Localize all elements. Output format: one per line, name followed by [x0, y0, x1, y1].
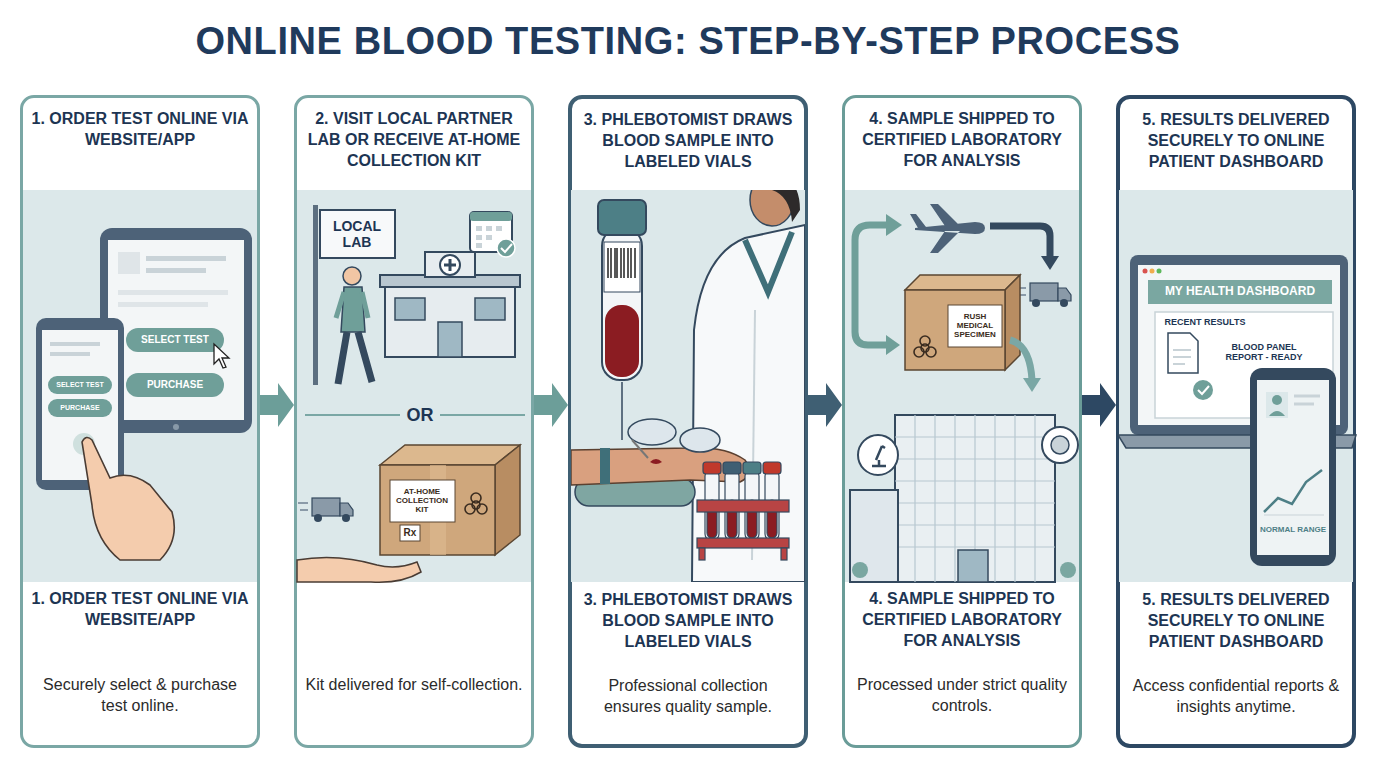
step-heading: 5. RESULTS DELIVERED SECURELY TO ONLINE …: [1128, 109, 1344, 172]
flow-arrow: [808, 383, 842, 427]
step-panel: 4. SAMPLE SHIPPED TO CERTIFIED LABORATOR…: [842, 95, 1082, 748]
divider-text: OR: [400, 405, 440, 426]
step-description: Kit delivered for self-collection.: [305, 674, 523, 695]
sign-text: LOCAL LAB: [324, 218, 390, 250]
step-heading: 4. SAMPLE SHIPPED TO CERTIFIED LABORATOR…: [853, 588, 1071, 651]
step-heading: 3. PHLEBOTOMIST DRAWS BLOOD SAMPLE INTO …: [580, 589, 796, 652]
screen-heading: MY HEALTH DASHBOARD: [1150, 285, 1330, 299]
step-heading: 4. SAMPLE SHIPPED TO CERTIFIED LABORATOR…: [853, 108, 1071, 171]
step-heading: 3. PHLEBOTOMIST DRAWS BLOOD SAMPLE INTO …: [580, 109, 796, 172]
box-label: RUSH MEDICAL SPECIMEN: [949, 312, 1001, 340]
flow-arrow: [260, 383, 294, 427]
step-heading: 1. ORDER TEST ONLINE VIA WEBSITE/APP: [31, 108, 249, 150]
step-description: Access confidential reports & insights a…: [1128, 675, 1344, 717]
step-heading: 5. RESULTS DELIVERED SECURELY TO ONLINE …: [1128, 589, 1344, 652]
step-panel: 1. ORDER TEST ONLINE VIA WEBSITE/APP 1. O…: [20, 95, 260, 748]
button-text: PURCHASE: [49, 404, 111, 412]
chart-caption: NORMAL RANGE: [1258, 525, 1328, 534]
step-panel: 3. PHLEBOTOMIST DRAWS BLOOD SAMPLE INTO …: [568, 95, 808, 748]
flow-arrow: [534, 383, 568, 427]
step-description: Processed under strict quality controls.: [853, 674, 1071, 716]
screen-text: BLOOD PANEL REPORT - READY: [1216, 342, 1312, 363]
screen-text: RECENT RESULTS: [1157, 317, 1253, 327]
step-heading: 2. VISIT LOCAL PARTNER LAB OR RECEIVE AT…: [305, 108, 523, 171]
step-description: Professional collection ensures quality …: [580, 675, 796, 717]
box-label: AT-HOME COLLECTION KIT: [391, 487, 453, 515]
button-text: SELECT TEST: [49, 381, 111, 389]
step-description: Securely select & purchase test online.: [31, 674, 249, 716]
button-text: SELECT TEST: [127, 334, 223, 346]
rx-mark: Rx: [400, 527, 420, 539]
step-heading: 1. ORDER TEST ONLINE VIA WEBSITE/APP: [31, 588, 249, 630]
step-panel: 5. RESULTS DELIVERED SECURELY TO ONLINE …: [1116, 95, 1356, 748]
diagram-title: ONLINE BLOOD TESTING: STEP-BY-STEP PROCE…: [0, 20, 1376, 63]
flow-arrow: [1082, 383, 1116, 427]
button-text: PURCHASE: [127, 379, 223, 391]
